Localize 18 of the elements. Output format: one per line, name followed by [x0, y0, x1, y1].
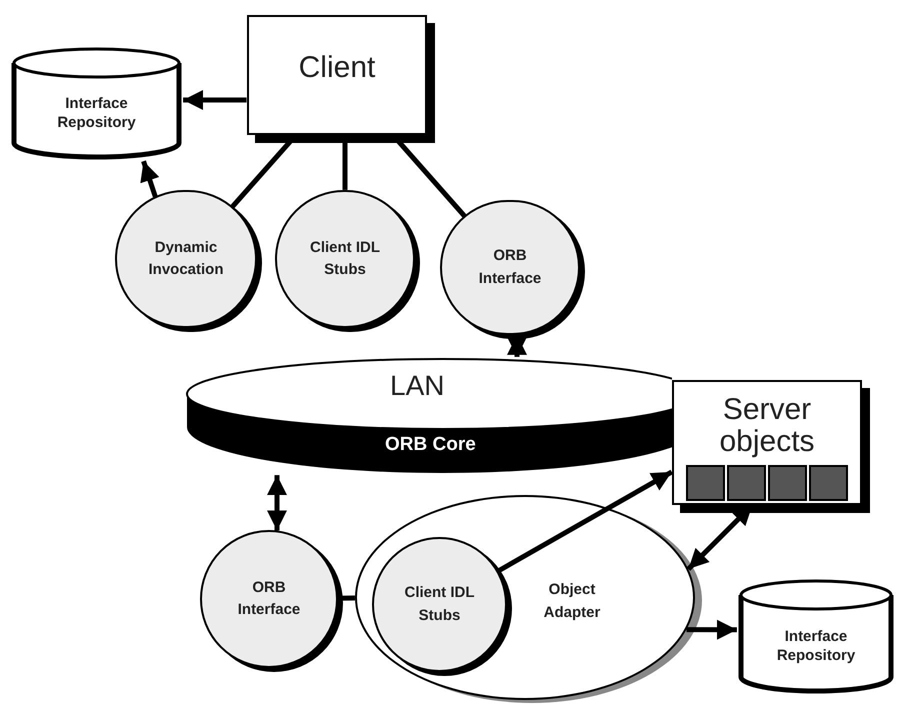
node-label: Interface Repository	[776, 628, 856, 666]
node-label: Client	[298, 53, 376, 83]
arrow	[686, 620, 737, 640]
arrow	[496, 470, 673, 574]
node-label: Client IDL Stubs	[309, 238, 381, 280]
node-label: LAN	[390, 372, 444, 400]
node-label: Object Adapter	[542, 580, 602, 622]
arrow	[267, 475, 287, 530]
node-label: Dynamic Invocation	[147, 238, 224, 280]
node-label: Client IDL Stubs	[404, 583, 476, 626]
node-label: ORB Interface	[236, 578, 302, 620]
network-disk	[185, 357, 672, 475]
arrow	[140, 160, 160, 198]
node-label: Server objects	[718, 394, 816, 457]
node-label: ORB Interface	[478, 246, 542, 288]
node-label: ORB Core	[385, 435, 476, 454]
node-label: Interface Repository	[56, 95, 137, 133]
arrow	[183, 90, 247, 110]
